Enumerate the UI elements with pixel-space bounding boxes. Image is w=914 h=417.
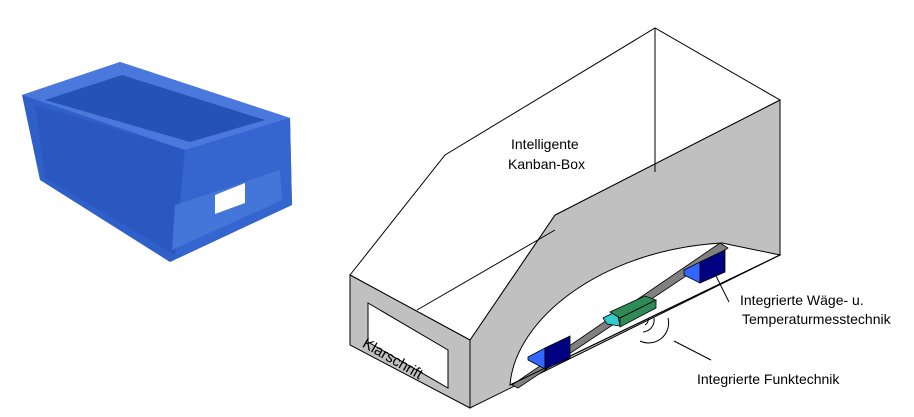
weighing-label-line1: Integrierte Wäge- u. (740, 292, 864, 308)
box-title-line1: Intelligente (511, 136, 579, 152)
weight-sensor-right-dark (699, 249, 726, 284)
radio-waves-icon (639, 317, 670, 344)
box-title-line2: Kanban-Box (508, 156, 586, 172)
radio-label: Integrierte Funktechnik (697, 371, 840, 387)
weight-sensor-left-dark (544, 335, 571, 370)
klarschrift-label-box (367, 302, 449, 389)
radio-module-front (619, 299, 657, 328)
weighing-label-line2: Temperaturmesstechnik (742, 311, 891, 327)
blue-bin-photo (22, 62, 292, 262)
